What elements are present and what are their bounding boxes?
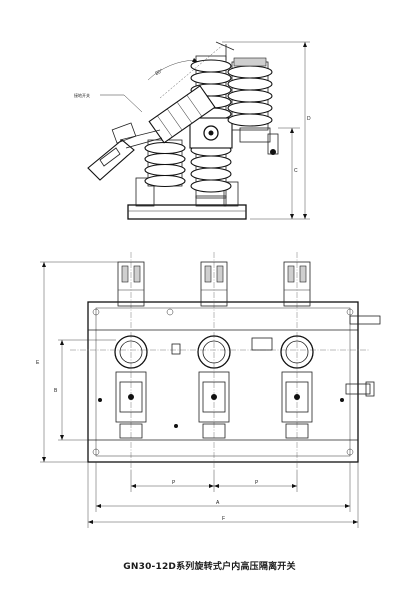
dim-d-label: D (307, 116, 311, 122)
pole-1 (114, 252, 148, 470)
pole-3 (280, 252, 314, 470)
dim-e-label: E (36, 360, 40, 366)
angle-label: 80° (154, 68, 164, 77)
dim-p2-label: P (255, 480, 259, 486)
side-tilted-blade (148, 85, 216, 144)
angle-arc (147, 59, 197, 81)
side-view: 80° 接地开关 D C (74, 41, 311, 220)
side-bottom-bracket (195, 195, 227, 207)
dim-f-label: F (222, 516, 225, 522)
dim-b-label: B (54, 388, 58, 394)
figure-caption: GN30-12D系列旋转式户内高压隔离开关 (123, 562, 296, 572)
pole-2 (197, 252, 231, 470)
grounding-switch-note: 接地开关 (74, 92, 90, 98)
side-grounding-arm (87, 122, 163, 181)
front-view: E B P P A F (36, 252, 381, 528)
side-right-insulator (227, 57, 279, 155)
front-frame (87, 301, 359, 463)
side-base-frame (127, 204, 247, 220)
dim-p1-label: P (172, 480, 176, 486)
dim-c-label: C (294, 168, 298, 174)
drive-shaft (349, 315, 381, 325)
dim-a-label: A (216, 500, 220, 506)
side-rear-insulator (189, 55, 233, 199)
side-left-insulator (144, 139, 186, 188)
